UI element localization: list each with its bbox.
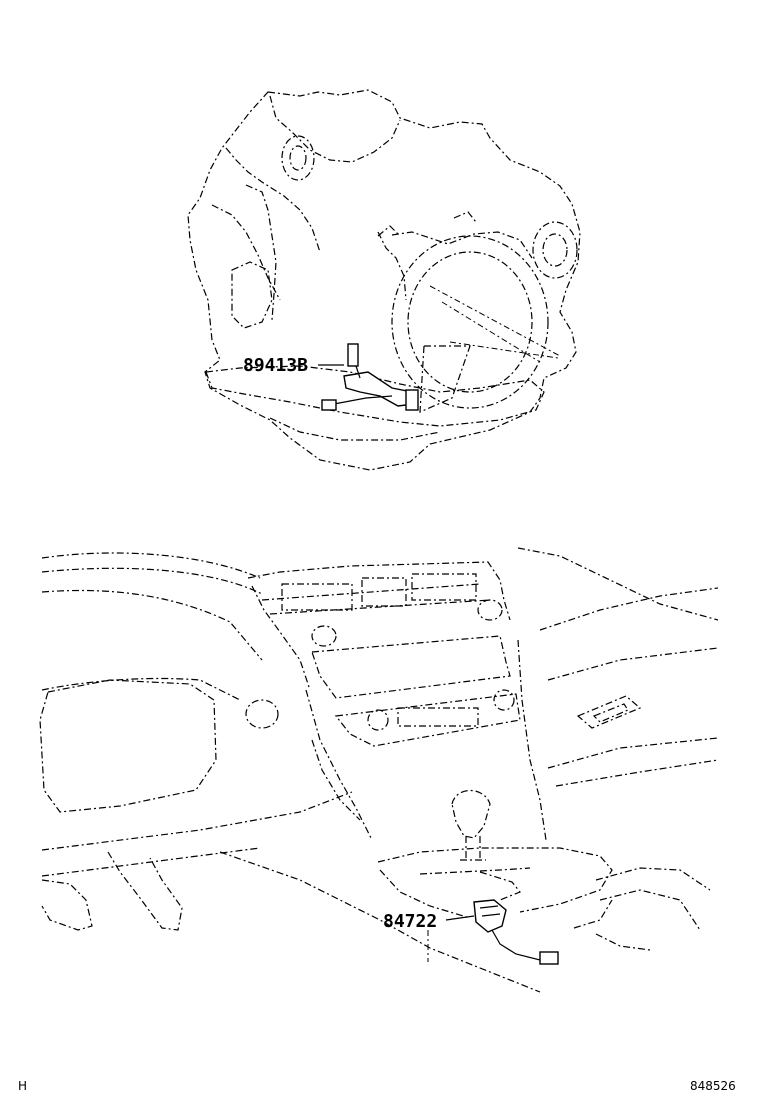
transaxle-illustration (187, 89, 581, 471)
figure-number: 848526 (690, 1079, 736, 1093)
footer-left-code: H (18, 1079, 27, 1093)
shift-lock-switch-part (473, 899, 559, 965)
dashboard-illustration (39, 547, 719, 993)
part-number-89413b: 89413B (243, 355, 308, 376)
part-number-84722: 84722 (383, 911, 437, 932)
shift-position-sensor-part (321, 343, 419, 411)
callout-leader-84722 (445, 915, 475, 921)
